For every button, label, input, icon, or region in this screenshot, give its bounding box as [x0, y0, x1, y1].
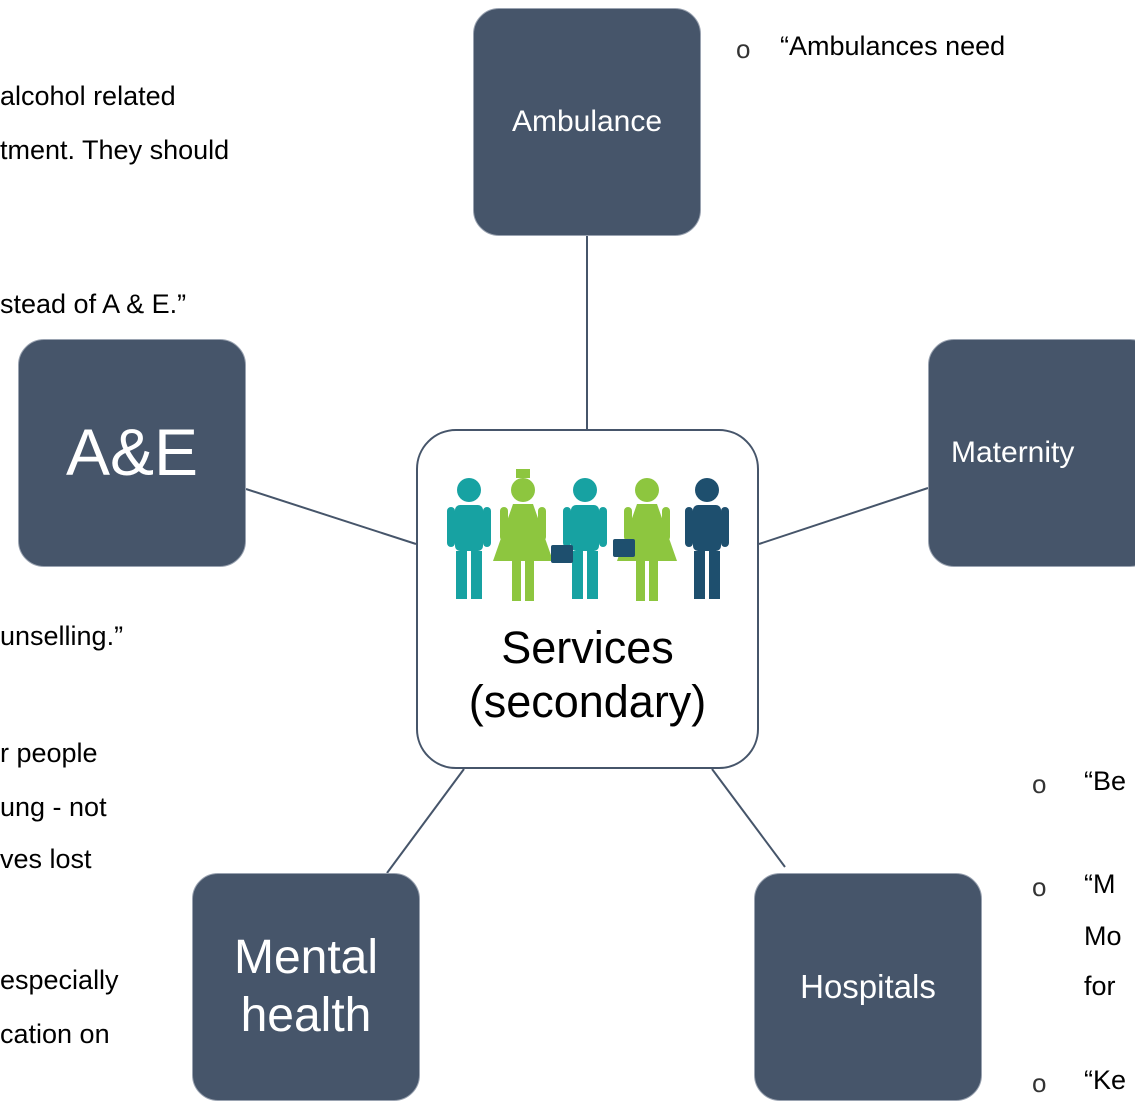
medical-bag-icon: [613, 539, 635, 557]
left-text-line: ves lost: [0, 844, 92, 874]
left-text-line: cation on: [0, 1019, 110, 1049]
node-mental-health: Mental health: [192, 873, 420, 1101]
staff-figure-4-icon: [617, 478, 677, 601]
node-ambulance-label: Ambulance: [511, 105, 663, 139]
node-ae-label: A&E: [65, 415, 199, 490]
right-text-line: Mo: [1084, 921, 1122, 951]
node-ambulance: Ambulance: [473, 8, 701, 236]
bullet-marker: o: [1032, 872, 1047, 902]
left-text-line: especially: [0, 965, 119, 995]
bullet-marker: o: [1032, 1068, 1047, 1098]
right-text-line: for: [1084, 971, 1116, 1001]
bullet-marker: o: [1032, 769, 1047, 799]
right-text-line: “Ke: [1084, 1065, 1127, 1095]
node-mental-health-label: Mental health: [233, 931, 379, 1042]
left-text-line: stead of A & E.”: [0, 289, 187, 319]
node-ae: A&E: [18, 339, 246, 567]
right-text-line: “Be: [1084, 766, 1127, 796]
staff-figure-3-icon: [563, 478, 607, 599]
staff-figure-5-icon: [685, 478, 729, 599]
healthcare-staff-icon: [447, 469, 729, 601]
left-text-line: alcohol related: [0, 81, 176, 111]
left-text-line: ung - not: [0, 792, 107, 822]
connector-ae: [245, 488, 417, 545]
left-text-line: unselling.”: [0, 621, 124, 651]
node-hospitals-label: Hospitals: [800, 967, 936, 1005]
left-text-line: tment. They should: [0, 135, 230, 165]
connector-maternity: [758, 487, 929, 545]
connector-hospitals: [711, 768, 786, 868]
center-label: Services (secondary): [468, 622, 707, 727]
right-text-line: “Ambulances need: [780, 31, 1006, 61]
left-text-line: r people: [0, 738, 98, 768]
node-hospitals: Hospitals: [754, 873, 982, 1101]
right-text-line: “M: [1084, 869, 1116, 899]
staff-figure-1-icon: [447, 478, 491, 599]
connector-mental-health: [386, 768, 465, 874]
node-maternity: Maternity: [928, 339, 1135, 567]
medical-bag-icon: [551, 545, 573, 563]
node-maternity-label: Maternity: [951, 436, 1075, 470]
node-services-center: Services (secondary): [416, 429, 759, 769]
staff-figure-2-icon: [493, 469, 553, 601]
bullet-marker: o: [736, 34, 751, 64]
